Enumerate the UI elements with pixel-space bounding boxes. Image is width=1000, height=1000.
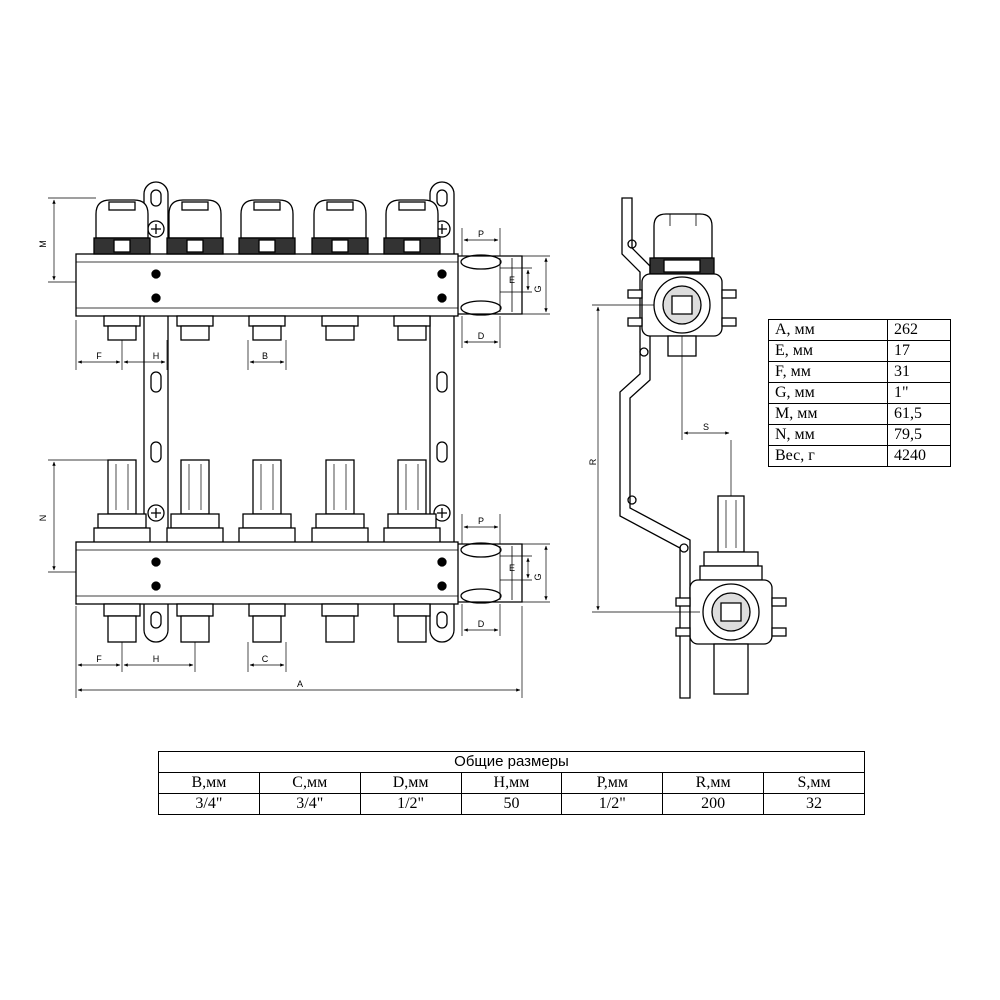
top-outlets [103,315,431,341]
flow-meter [166,459,224,545]
side-view [619,197,787,699]
dims-value-cell: 50 [460,793,563,815]
dim-label-e-bottom: E [509,563,515,573]
dim-label-g-bottom: G [533,573,543,580]
dims-header-cell: C,мм [258,772,361,794]
valve-cap [311,199,369,255]
dim-label-d-bottom: D [478,619,485,629]
dims-header-cell: B,мм [158,772,260,794]
spec-param: M, мм [768,403,888,425]
spec-param: Вес, г [768,445,888,467]
spec-value: 262 [887,319,951,341]
dims-header-cell: S,мм [763,772,865,794]
top-valve-caps [93,199,441,255]
valve-cap [238,199,296,255]
spec-param: A, мм [768,319,888,341]
front-dimension-lines [48,197,550,698]
side-bottom-valve [675,495,787,695]
bottom-manifold-pipe [75,541,523,605]
dims-value-cell: 1/2" [359,793,462,815]
spec-param: E, мм [768,340,888,362]
spec-value: 61,5 [887,403,951,425]
dims-value-cell: 1/2" [561,793,664,815]
flow-meter [383,459,441,545]
dims-header-cell: R,мм [662,772,765,794]
valve-cap [166,199,224,255]
spec-param: F, мм [768,361,888,383]
spec-param: N, мм [768,424,888,446]
front-view [75,181,523,643]
dims-table-title: Общие размеры [158,751,865,773]
spec-value: 4240 [887,445,951,467]
dim-label-d-top: D [478,331,485,341]
side-bracket [619,197,691,699]
flow-meter [93,459,151,545]
spec-value: 79,5 [887,424,951,446]
dims-value-cell: 3/4" [258,793,361,815]
side-dimension-lines [592,304,732,613]
spec-value: 31 [887,361,951,383]
dim-label-c: C [262,654,269,664]
dim-label-p-top: P [478,229,484,239]
spec-param: G, мм [768,382,888,404]
dims-value-cell: 200 [662,793,765,815]
dim-label-b: B [262,351,268,361]
dim-label-m: M [38,240,48,248]
bottom-outlets [103,603,431,643]
dim-label-e-top: E [509,275,515,285]
dim-label-s: S [703,422,709,432]
dim-label-g-top: G [533,285,543,292]
dims-header-cell: H,мм [460,772,563,794]
dim-label-p-bottom: P [478,516,484,526]
dims-header-cell: D,мм [359,772,462,794]
dim-label-r: R [588,458,598,465]
flow-meter [238,459,296,545]
dim-label-h-bottom: H [153,654,160,664]
flow-meters [93,459,441,545]
dim-label-a: A [297,679,303,689]
dim-label-f-top: F [96,351,102,361]
dim-label-n: N [38,515,48,522]
spec-value: 1" [887,382,951,404]
dim-label-f-bottom: F [96,654,102,664]
flow-meter [311,459,369,545]
valve-cap [383,199,441,255]
spec-value: 17 [887,340,951,362]
dims-value-cell: 3/4" [158,793,260,815]
dims-header-cell: P,мм [561,772,664,794]
dim-label-h-top: H [153,351,160,361]
front-dimension-labels: M N F H B F H C A P E G D P E G D [38,229,543,689]
top-manifold-pipe [75,253,523,317]
dims-title-row: Общие размеры [158,751,865,773]
dims-value-cell: 32 [763,793,865,815]
valve-cap [93,199,151,255]
